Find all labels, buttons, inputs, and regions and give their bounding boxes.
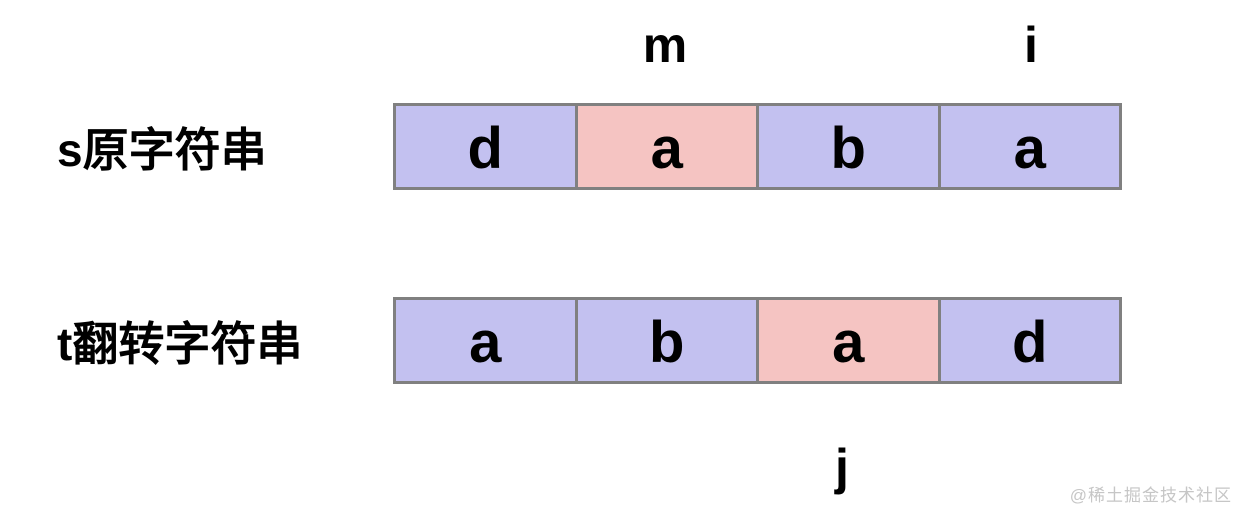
pointer-m-label: m bbox=[642, 17, 688, 73]
cell-t-3: d bbox=[937, 300, 1119, 381]
row-label-s-original-string: s原字符串 bbox=[57, 123, 267, 176]
cell-t-2-highlighted: a bbox=[756, 300, 938, 381]
cell-s-3: a bbox=[937, 106, 1119, 187]
pointer-i-label: i bbox=[1024, 17, 1038, 73]
cell-s-1-highlighted: a bbox=[574, 106, 756, 187]
cell-t-0: a bbox=[396, 300, 575, 381]
cell-s-0: d bbox=[396, 106, 575, 187]
cell-s-2: b bbox=[756, 106, 938, 187]
pointer-j-label: j bbox=[835, 439, 849, 495]
watermark: @稀土掘金技术社区 bbox=[1069, 486, 1232, 505]
string-t-strip: a b a d bbox=[393, 297, 1122, 384]
string-s-strip: d a b a bbox=[393, 103, 1122, 190]
cell-t-1: b bbox=[574, 300, 756, 381]
row-label-t-reversed-string: t翻转字符串 bbox=[57, 317, 303, 370]
